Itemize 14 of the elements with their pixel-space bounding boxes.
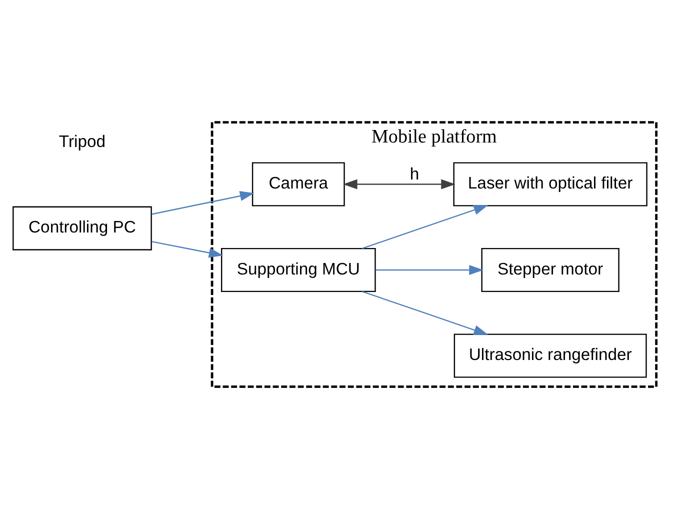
arrow [362, 205, 488, 250]
node-box: Camera [252, 162, 345, 206]
edge-label: h [410, 164, 420, 184]
arrow [375, 264, 484, 275]
label: Tripod [58, 132, 106, 151]
arrow [342, 179, 456, 190]
arrow [152, 191, 254, 215]
node-box: Laser with optical filter [453, 162, 648, 206]
node-box: Supporting MCU [221, 248, 376, 292]
arrow [152, 241, 224, 258]
arrow [362, 290, 488, 335]
node-box: Stepper motor [481, 248, 620, 292]
node-box: Controlling PC [12, 206, 152, 250]
node-box: Ultrasonic rangefinder [454, 334, 647, 378]
